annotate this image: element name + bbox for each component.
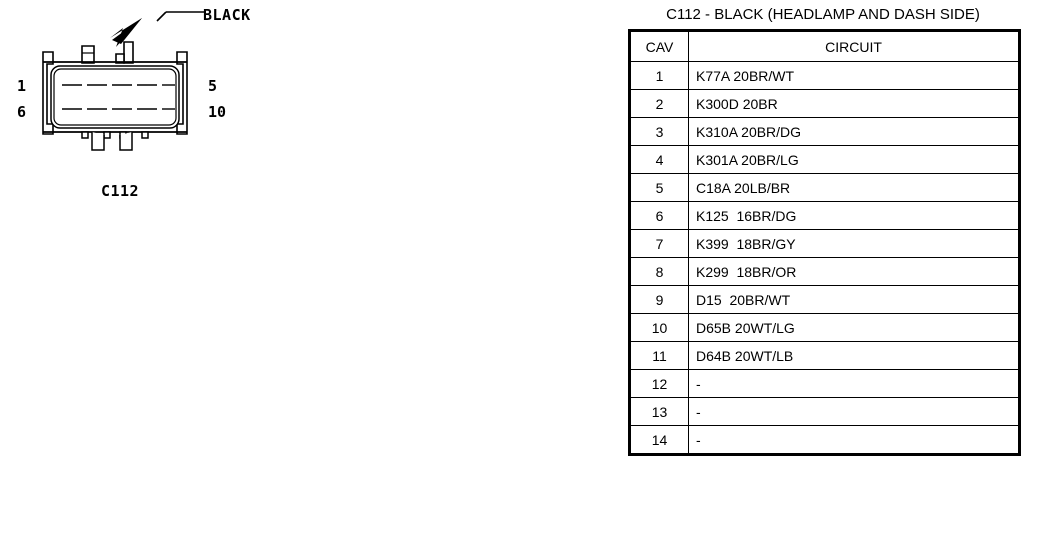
cell-circuit: D64B 20WT/LB bbox=[688, 341, 1020, 370]
column-header-circuit: CIRCUIT bbox=[688, 30, 1020, 62]
connector-housing-drawing bbox=[42, 41, 188, 151]
cavity-table-panel: C112 - BLACK (HEADLAMP AND DASH SIDE) CA… bbox=[628, 6, 1021, 456]
table-row: 14- bbox=[629, 425, 1020, 455]
cell-circuit: K299 18BR/OR bbox=[688, 257, 1020, 286]
cell-circuit: K399 18BR/GY bbox=[688, 229, 1020, 258]
cell-circuit: K300D 20BR bbox=[688, 89, 1020, 118]
shell-left-flange bbox=[42, 51, 54, 135]
cell-cav: 10 bbox=[629, 313, 689, 342]
cell-circuit: - bbox=[688, 397, 1020, 426]
table-title: C112 - BLACK (HEADLAMP AND DASH SIDE) bbox=[666, 6, 980, 23]
callout-arrowhead-icon bbox=[110, 18, 142, 47]
cell-circuit: C18A 20LB/BR bbox=[688, 173, 1020, 202]
cell-cav: 9 bbox=[629, 285, 689, 314]
cell-circuit: K77A 20BR/WT bbox=[688, 61, 1020, 90]
bottom-latch-features bbox=[81, 131, 149, 151]
cell-circuit: D65B 20WT/LG bbox=[688, 313, 1020, 342]
shell-right-flange bbox=[176, 51, 188, 135]
table-row: 12- bbox=[629, 369, 1020, 398]
cell-cav: 7 bbox=[629, 229, 689, 258]
cell-cav: 6 bbox=[629, 201, 689, 230]
cell-cav: 11 bbox=[629, 341, 689, 370]
cell-cav: 4 bbox=[629, 145, 689, 174]
pin-number-1: 1 bbox=[17, 77, 27, 95]
cell-circuit: K310A 20BR/DG bbox=[688, 117, 1020, 146]
cell-cav: 8 bbox=[629, 257, 689, 286]
cell-cav: 3 bbox=[629, 117, 689, 146]
cell-cav: 14 bbox=[629, 425, 689, 455]
connector-label-c112: C112 bbox=[100, 182, 140, 200]
callout-leader-line bbox=[156, 11, 204, 22]
connector-diagram-panel: BLACK 1 6 5 10 bbox=[0, 0, 300, 560]
cell-cav: 5 bbox=[629, 173, 689, 202]
cell-cav: 1 bbox=[629, 61, 689, 90]
keying-tabs bbox=[81, 41, 134, 64]
cell-cav: 12 bbox=[629, 369, 689, 398]
cell-circuit: K125 16BR/DG bbox=[688, 201, 1020, 230]
connector-inner-body-inset bbox=[53, 68, 177, 126]
pin-number-10: 10 bbox=[208, 103, 227, 121]
column-header-cav: CAV bbox=[629, 30, 689, 62]
cell-circuit: K301A 20BR/LG bbox=[688, 145, 1020, 174]
cell-cav: 13 bbox=[629, 397, 689, 426]
pin-number-6: 6 bbox=[17, 103, 27, 121]
callout-label-black: BLACK bbox=[203, 6, 251, 24]
cell-circuit: - bbox=[688, 369, 1020, 398]
pin-number-5: 5 bbox=[208, 77, 218, 95]
table-row: 13- bbox=[629, 397, 1020, 426]
cell-circuit: - bbox=[688, 425, 1020, 455]
cell-circuit: D15 20BR/WT bbox=[688, 285, 1020, 314]
cell-cav: 2 bbox=[629, 89, 689, 118]
table-header-row: CAV CIRCUIT bbox=[629, 30, 1020, 62]
